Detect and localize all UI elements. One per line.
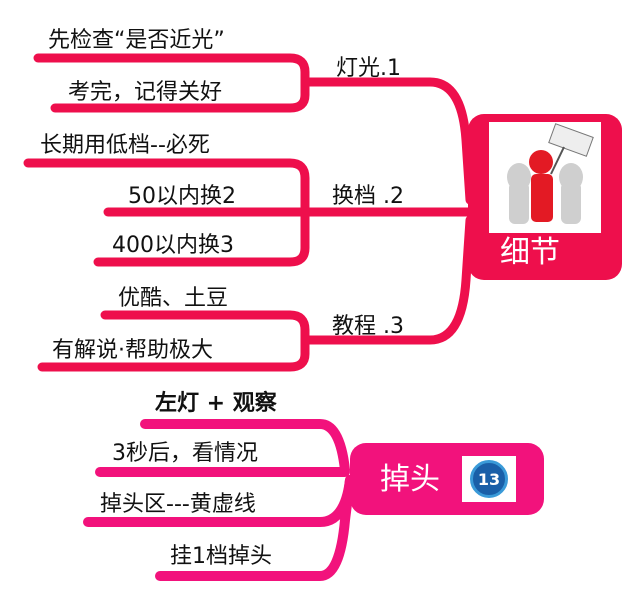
central-node-label: 掉头 [380, 462, 440, 497]
badge-number: 13 [477, 469, 501, 489]
leaf-node[interactable]: 优酷、土豆 [118, 286, 229, 311]
leaf-node[interactable]: 50以内换2 [128, 184, 236, 209]
leaf-node[interactable]: 400以内换3 [112, 233, 234, 258]
branch-3-line [300, 215, 475, 345]
bottom-leaf-line-4 [155, 475, 355, 581]
central-node-details[interactable]: 细节 [468, 114, 622, 280]
leaf-node[interactable]: 考完，记得关好 [68, 80, 223, 105]
leaf-node[interactable]: 3秒后，看情况 [112, 441, 258, 466]
bottom-leaf-line-1 [140, 419, 350, 475]
leader-with-sign-icon [489, 122, 601, 233]
central-node-u-turn[interactable]: 掉头 13 [350, 443, 544, 515]
leaf-node[interactable]: 左灯 + 观察 [155, 391, 277, 416]
leaf-node[interactable]: 挂1档掉头 [170, 544, 272, 569]
number-badge-icon: 13 [462, 456, 516, 502]
branch-1-line [300, 77, 475, 205]
branch-label[interactable]: 灯光.1 [336, 56, 401, 81]
leaf-node[interactable]: 长期用低档--必死 [40, 133, 210, 158]
leaf-node[interactable]: 掉头区---黄虚线 [100, 492, 256, 517]
leaf-node[interactable]: 先检查“是否近光” [48, 28, 225, 53]
leaf-node[interactable]: 有解说·帮助极大 [52, 338, 213, 363]
branch-label[interactable]: 教程 .3 [332, 314, 404, 339]
central-node-label: 细节 [500, 235, 560, 270]
branch-label[interactable]: 换档 .2 [332, 184, 404, 209]
